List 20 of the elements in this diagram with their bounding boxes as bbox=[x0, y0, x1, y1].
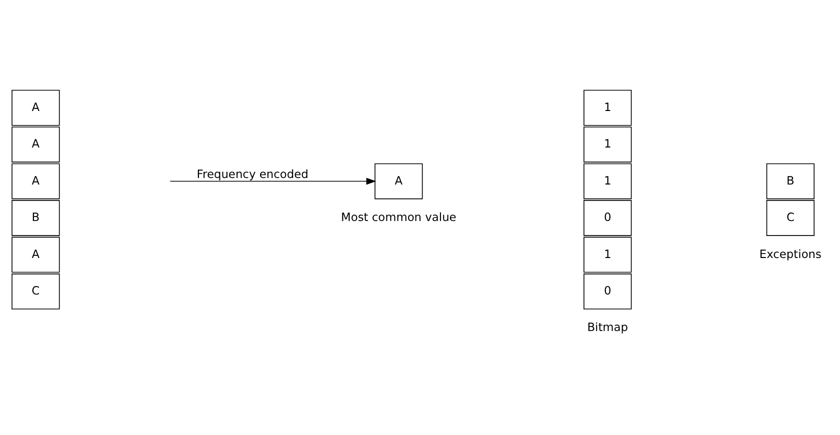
node-box: B bbox=[12, 200, 60, 236]
node-box: 1 bbox=[584, 162, 632, 199]
label: Exceptions bbox=[759, 246, 822, 260]
arrow bbox=[170, 177, 376, 184]
node-box: C bbox=[12, 273, 60, 309]
edge-label: Frequency encoded bbox=[196, 166, 308, 181]
node-box: 0 bbox=[584, 200, 632, 236]
node-box: A bbox=[12, 126, 60, 162]
node-box: B bbox=[766, 162, 815, 199]
node-box: A bbox=[374, 162, 423, 199]
node-label: Most common value bbox=[341, 210, 456, 224]
node-box: 1 bbox=[584, 236, 632, 272]
node-box: 1 bbox=[584, 126, 632, 162]
node-box: A bbox=[12, 162, 60, 199]
node-box: A bbox=[12, 89, 60, 126]
node-box: 0 bbox=[584, 273, 632, 309]
label: Bitmap bbox=[587, 320, 628, 334]
node-box: A bbox=[12, 236, 60, 272]
node-box: C bbox=[766, 200, 815, 236]
node-box: 1 bbox=[584, 89, 632, 126]
